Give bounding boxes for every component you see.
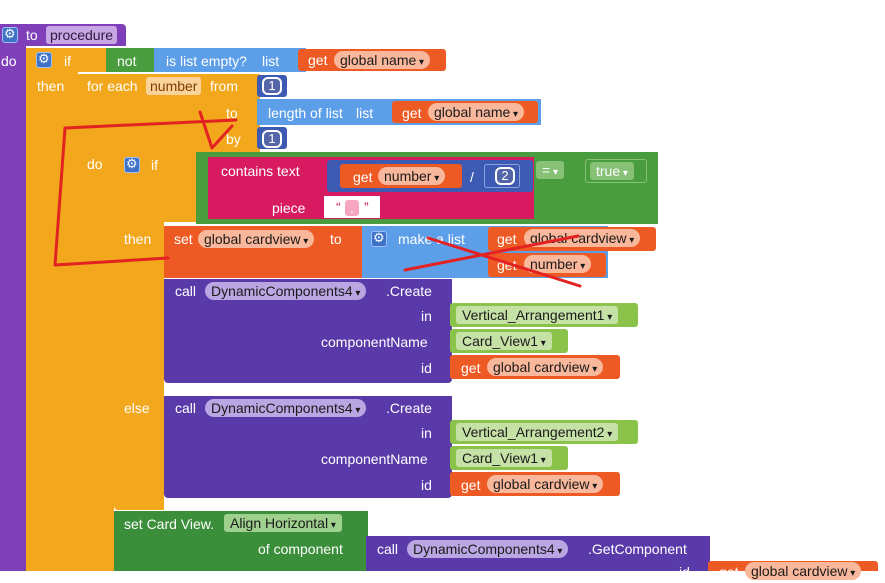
- procedure-do-label: do: [1, 53, 17, 69]
- create1-in-dropdown[interactable]: Vertical_Arrangement1: [456, 306, 619, 324]
- is-list-empty-block[interactable]: [154, 48, 306, 72]
- number-dropdown[interactable]: number: [378, 167, 446, 185]
- of-component-label: of component: [258, 541, 343, 557]
- create2-call-label: call: [175, 400, 197, 416]
- divide-op-label: /: [470, 169, 474, 185]
- annotation-loop-line: [53, 118, 238, 267]
- set-label: set: [174, 231, 193, 247]
- for-each-do-label: do: [87, 156, 103, 172]
- create1-call-label: call: [175, 283, 197, 299]
- global-name-dropdown-2[interactable]: global name: [428, 103, 525, 121]
- for-each-block[interactable]: [78, 74, 114, 571]
- create2-cn-dropdown[interactable]: Card_View1: [456, 449, 552, 467]
- make-list-get-label-1: get: [497, 231, 517, 247]
- to-label: to: [226, 105, 238, 121]
- text-close-quote: ”: [364, 199, 369, 215]
- create1-id-label: id: [421, 360, 432, 376]
- get-component-call-label: call: [377, 541, 399, 557]
- length-of-list-label: length of list: [268, 105, 343, 121]
- compare-op-dropdown[interactable]: =: [536, 161, 564, 179]
- create1-cn-label: componentName: [321, 334, 428, 350]
- if-block[interactable]: [26, 48, 78, 571]
- set-card-view-label: set Card View.: [124, 516, 215, 532]
- for-each-label: for each: [87, 78, 138, 94]
- inner-then-label: then: [124, 231, 152, 247]
- inner-if-gear-icon[interactable]: [124, 156, 140, 173]
- global-name-dropdown[interactable]: global name: [334, 51, 431, 69]
- not-block[interactable]: [106, 48, 158, 72]
- get-number-get-label: get: [353, 169, 373, 185]
- contains-text-label: contains text: [221, 163, 300, 179]
- is-list-empty-label: is list empty?: [166, 53, 247, 69]
- then-label: then: [37, 78, 65, 94]
- divisor-field[interactable]: 2: [495, 167, 515, 185]
- create2-in-dropdown[interactable]: Vertical_Arrangement2: [456, 423, 619, 441]
- make-a-list-gear-icon[interactable]: [371, 230, 387, 247]
- not-label: not: [117, 53, 137, 69]
- get-component-component-dropdown[interactable]: DynamicComponents4: [407, 540, 569, 558]
- create2-component-dropdown[interactable]: DynamicComponents4: [205, 399, 367, 417]
- if-label: if: [64, 53, 71, 69]
- from-number-field[interactable]: 1: [262, 77, 282, 95]
- create2-get-label: get: [461, 477, 481, 493]
- create1-cn-dropdown[interactable]: Card_View1: [456, 332, 552, 350]
- get-component-method-label: .GetComponent: [588, 541, 687, 557]
- by-number-field[interactable]: 1: [262, 130, 282, 148]
- annotation-check-arrow: [198, 110, 234, 150]
- text-open-quote: “: [336, 199, 341, 215]
- procedure-gear-icon[interactable]: [2, 26, 18, 43]
- create2-id-dropdown[interactable]: global cardview: [487, 475, 604, 493]
- create1-method-label: .Create: [386, 283, 432, 299]
- create1-in-label: in: [421, 308, 432, 324]
- length-of-list-list-label: list: [356, 105, 374, 121]
- create2-in-label: in: [421, 425, 432, 441]
- create2-method-label: .Create: [386, 400, 432, 416]
- annotation-cross-line-1: [403, 234, 580, 272]
- create1-id-dropdown[interactable]: global cardview: [487, 358, 604, 376]
- create1-get-label: get: [461, 360, 481, 376]
- true-dropdown[interactable]: true: [590, 162, 634, 180]
- annotation-overlay: [53, 110, 582, 288]
- create1-component-dropdown[interactable]: DynamicComponents4: [205, 282, 367, 300]
- piece-label: piece: [272, 200, 306, 216]
- set-var-dropdown[interactable]: global cardview: [198, 230, 315, 248]
- piece-value-field[interactable]: .: [345, 200, 359, 216]
- procedure-to-label: to: [26, 27, 38, 43]
- is-list-empty-list-label: list: [262, 53, 280, 69]
- create2-id-label: id: [421, 477, 432, 493]
- get-label-2: get: [402, 105, 422, 121]
- inner-else-label: else: [124, 400, 150, 416]
- if-gear-icon[interactable]: [36, 51, 52, 68]
- for-each-var-field[interactable]: number: [146, 77, 202, 95]
- create2-cn-label: componentName: [321, 451, 428, 467]
- procedure-block[interactable]: [0, 24, 26, 571]
- make-list-item2-dropdown[interactable]: number: [524, 255, 592, 273]
- set-card-property-dropdown[interactable]: Align Horizontal: [224, 514, 342, 532]
- inner-if-label: if: [151, 157, 158, 173]
- by-label: by: [226, 131, 241, 147]
- annotation-cross-line-2: [426, 236, 582, 288]
- set-to-label: to: [330, 231, 342, 247]
- from-label: from: [210, 78, 238, 94]
- procedure-name-field[interactable]: procedure: [46, 26, 118, 44]
- get-label: get: [308, 52, 328, 68]
